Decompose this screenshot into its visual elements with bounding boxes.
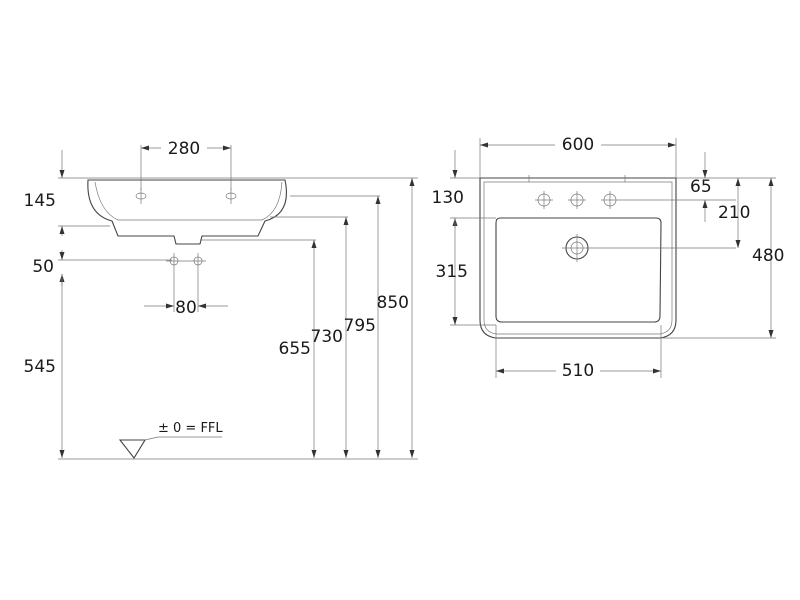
dim-50: 50 (32, 257, 54, 277)
basin-side-outline (87, 179, 287, 245)
top-view: 600 130 315 65 210 480 (432, 135, 785, 381)
basin-inner-line (94, 181, 283, 221)
dim-795: 795 (344, 316, 376, 336)
bowl-outline (495, 217, 662, 323)
side-view: 280 145 50 80 545 (24, 139, 418, 460)
dim-510: 510 (562, 361, 594, 381)
dim-210: 210 (718, 203, 750, 223)
dim-600: 600 (562, 135, 594, 155)
dim-80: 80 (175, 298, 197, 318)
basin-top-outline (479, 177, 677, 339)
dim-315: 315 (436, 262, 468, 282)
dim-130: 130 (432, 188, 464, 208)
dim-545: 545 (24, 357, 56, 377)
dim-280: 280 (168, 139, 200, 159)
dim-730: 730 (311, 327, 343, 347)
dim-480: 480 (752, 246, 784, 266)
dim-850: 850 (377, 293, 409, 313)
dim-65: 65 (690, 177, 712, 197)
dim-655: 655 (279, 339, 311, 359)
ffl-marker (118, 439, 146, 459)
dim-145: 145 (24, 191, 56, 211)
ffl-label: ± 0 = FFL (158, 421, 223, 436)
